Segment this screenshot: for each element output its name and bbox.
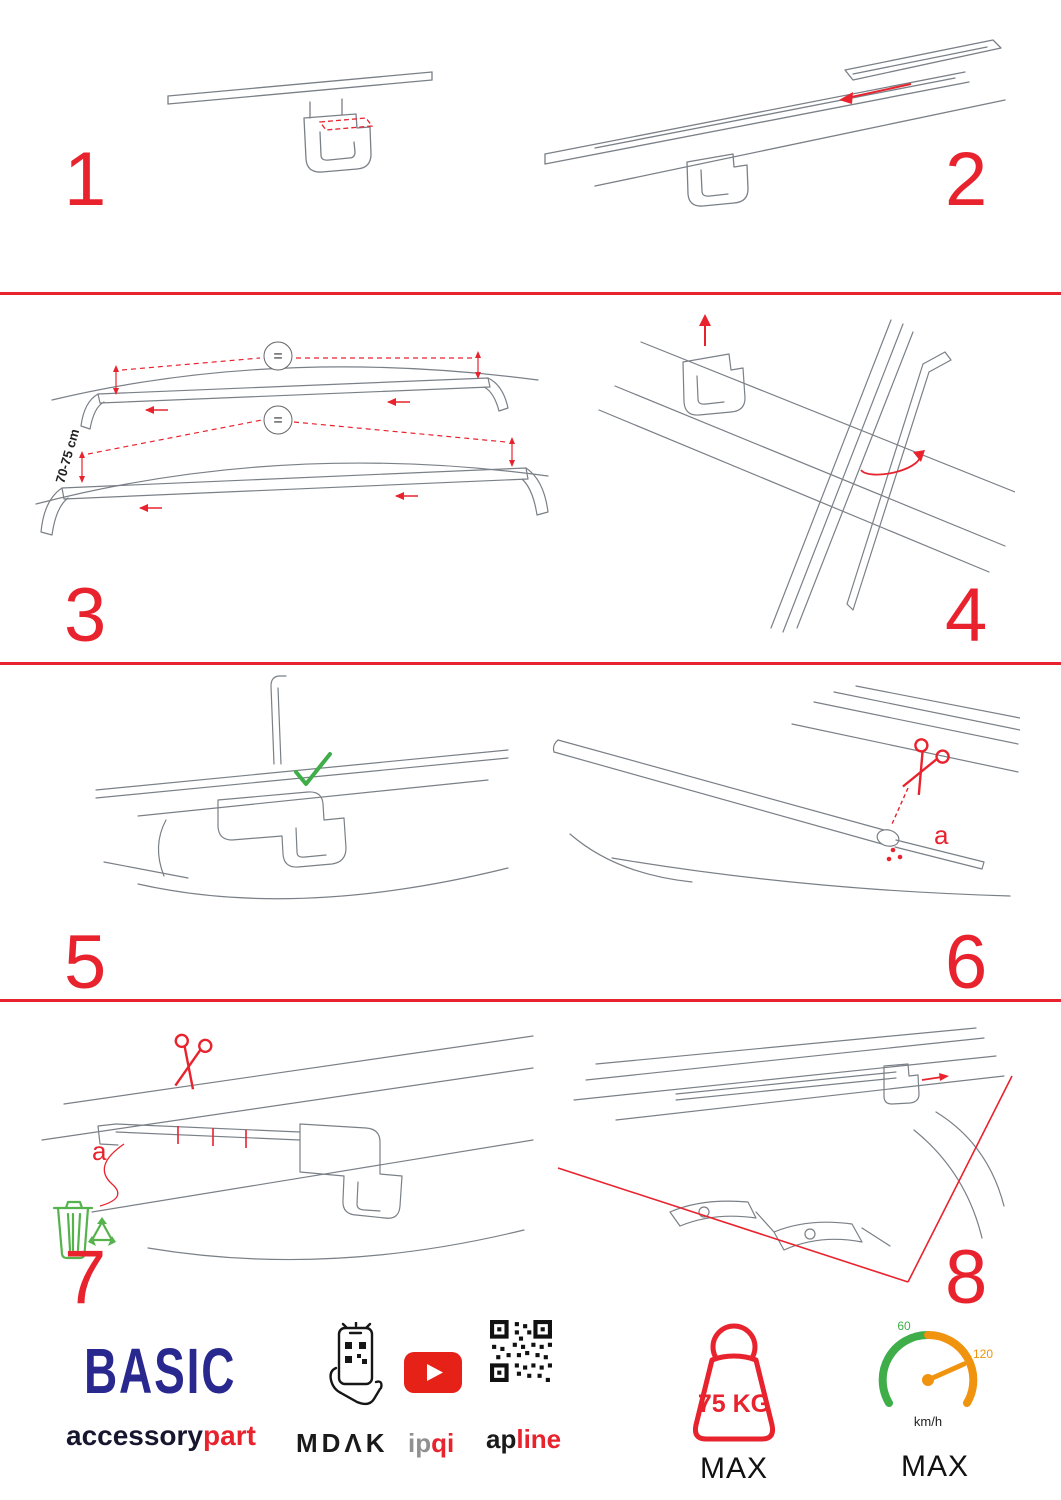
- speed-tick-60: 60: [897, 1319, 911, 1333]
- section-divider-3: [0, 999, 1061, 1002]
- part-a-label: a: [934, 820, 949, 850]
- check-icon: [294, 752, 332, 786]
- push-up-arrow: [699, 314, 711, 346]
- equal-badge: [263, 405, 293, 435]
- step-8-illustration: [552, 1016, 1020, 1316]
- step-6-illustration: a: [552, 682, 1020, 940]
- scissors-icon: [902, 738, 950, 796]
- step-4-number: 4: [945, 573, 988, 658]
- trash-recycle-icon: [52, 1200, 116, 1260]
- cut-line: [886, 787, 909, 862]
- logo-ap-text: ap: [486, 1424, 517, 1454]
- rotate-arrow: [860, 450, 925, 476]
- brand-part-text: part: [203, 1420, 256, 1451]
- logo-line-text: line: [516, 1424, 562, 1454]
- logo-apline: apline: [486, 1424, 561, 1455]
- step-3-number: 3: [64, 573, 107, 658]
- step-3-illustration: = = 70-75 cm: [28, 308, 553, 578]
- part-a-label: a: [92, 1136, 107, 1166]
- equal-symbol: =: [273, 412, 282, 429]
- step-7-number: 7: [64, 1235, 107, 1320]
- step-8-number: 8: [945, 1235, 988, 1320]
- speed-tick-120: 120: [973, 1347, 993, 1361]
- slide-arrow: [839, 83, 912, 104]
- brand-basic-logo: BASIC: [84, 1335, 237, 1407]
- section-divider-1: [0, 292, 1061, 295]
- logo-ip-text: ip: [408, 1428, 432, 1458]
- youtube-icon: [404, 1352, 462, 1393]
- scissors-icon: [174, 1033, 213, 1090]
- phone-qr-scan-icon: [310, 1322, 394, 1412]
- dimension-lines: [81, 356, 513, 478]
- step-2-illustration: [535, 26, 1015, 216]
- equal-badge: [263, 341, 293, 371]
- section-divider-2: [0, 662, 1061, 665]
- step-5-illustration: [68, 668, 523, 946]
- alignment-guides: [557, 1075, 1013, 1283]
- logo-mdak: MDΛK: [296, 1428, 389, 1458]
- step-6-number: 6: [945, 920, 988, 1005]
- crossbar-distance-label: 70-75 cm: [52, 427, 82, 485]
- qr-code-icon: [490, 1320, 552, 1382]
- step-2-number: 2: [945, 137, 988, 222]
- max-speed-label: MAX: [900, 1450, 969, 1483]
- step-1-number: 1: [64, 137, 107, 222]
- max-load-value: 75 KG: [698, 1390, 770, 1418]
- brand-accessory-text: accessory: [66, 1420, 204, 1451]
- weight-icon: 75 KG: [672, 1320, 796, 1448]
- speed-unit: km/h: [914, 1414, 942, 1429]
- logo-qi-text: qi: [431, 1428, 455, 1458]
- speedometer-icon: 60 120 km/h: [872, 1318, 998, 1430]
- equal-symbol: =: [273, 348, 282, 365]
- align-arrow: [921, 1073, 949, 1081]
- brand-accessorypart: accessorypart: [66, 1420, 256, 1452]
- highlight-pad-dashed-box: [318, 117, 374, 131]
- step-4-illustration: [585, 306, 1015, 636]
- slide-arrows: [139, 398, 418, 512]
- step-7-illustration: a: [28, 1016, 536, 1271]
- step-1-illustration: [160, 62, 440, 242]
- max-load-label: MAX: [699, 1452, 768, 1485]
- logo-ipqi: ipqi: [408, 1428, 454, 1459]
- cut-marks: [99, 1126, 247, 1207]
- step-5-number: 5: [64, 920, 107, 1005]
- dimension-arrowheads: [79, 351, 515, 483]
